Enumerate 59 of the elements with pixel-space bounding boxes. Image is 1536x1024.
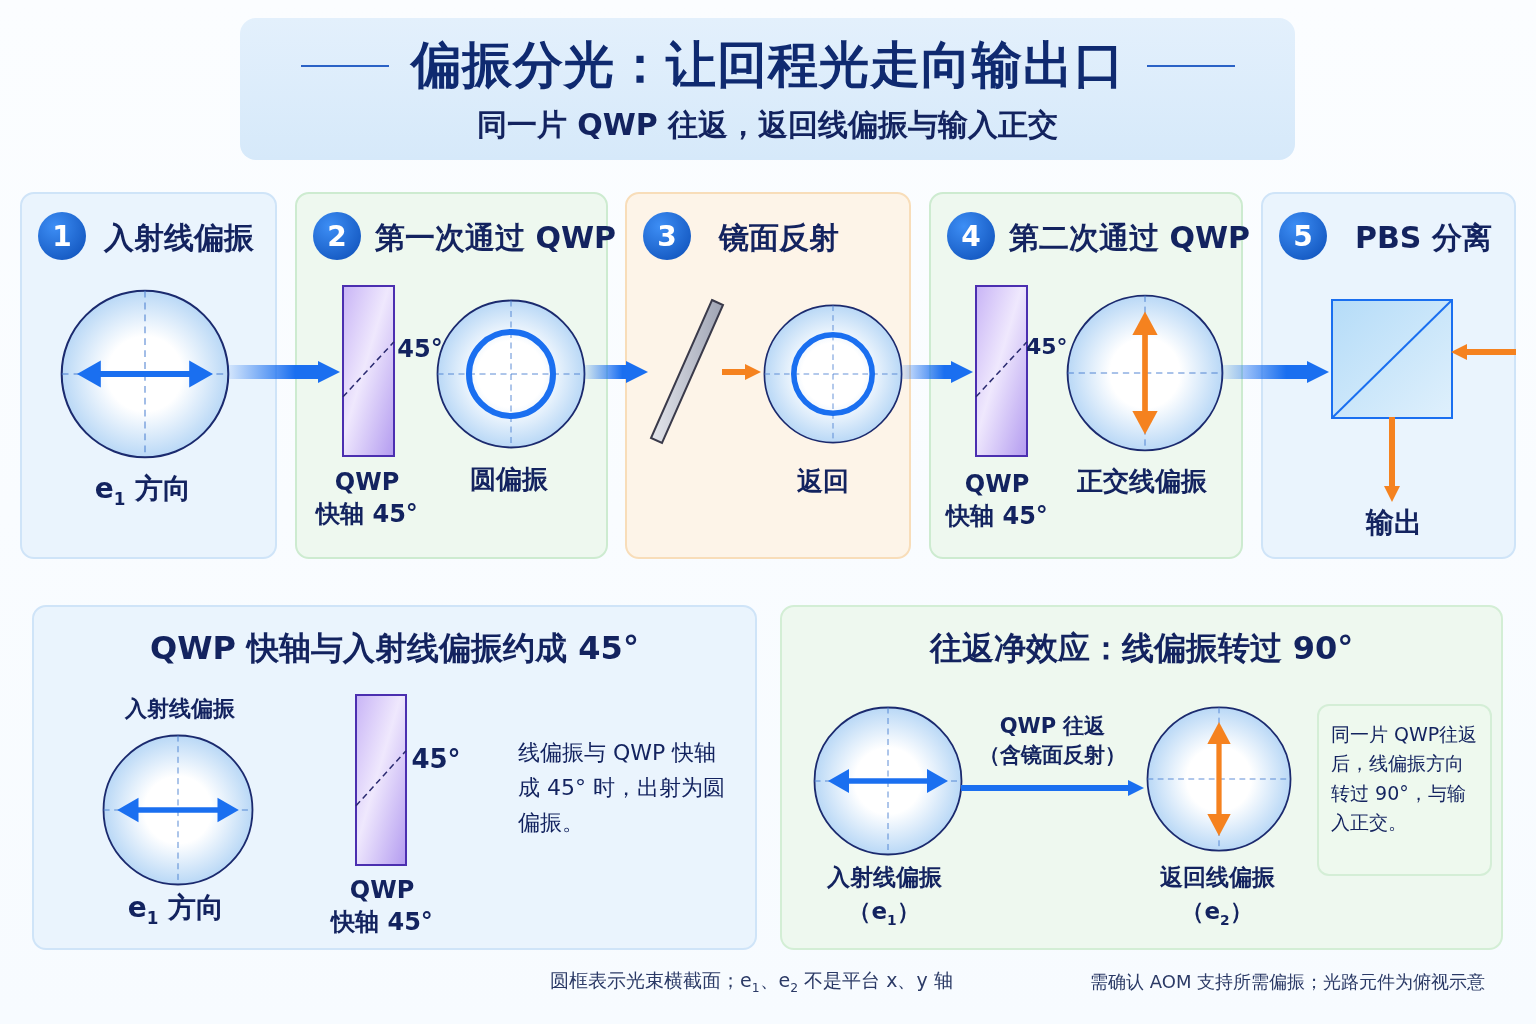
node-caption: （e$_{1}$）: [847, 897, 921, 930]
output-label: 输出: [1344, 504, 1444, 542]
beam-cross-section-drawing: [1146, 706, 1292, 852]
step-panel: [780, 605, 1503, 950]
step-number: 1: [38, 212, 86, 260]
step-heading: 入射线偏振: [104, 219, 254, 257]
node-caption: 圆偏振: [469, 463, 549, 496]
waveplate-drawing: [975, 285, 1028, 457]
panel-heading: QWP 快轴与入射线偏振约成 45°: [150, 628, 639, 669]
panel-heading: 往返净效应：线偏振转过 90°: [929, 628, 1354, 669]
node-caption: e$_{1}$ 方向: [93, 471, 193, 511]
beam-cross-section-drawing: [1066, 294, 1224, 452]
footnote: 圆框表示光束横截面；e$_{1}$、e$_{2}$ 不是平台 x、y 轴: [550, 968, 954, 996]
step-number: 4: [947, 212, 995, 260]
node-caption: 返回: [796, 465, 850, 498]
node-caption: e$_{1}$ 方向: [126, 890, 226, 930]
title: 偏振分光：让回程光走向输出口: [410, 35, 1125, 96]
beam-cross-section-drawing: [60, 289, 230, 459]
step-heading: 第一次通过 QWP: [375, 219, 617, 257]
node-caption: 45°: [411, 743, 461, 776]
footnote: 需确认 AOM 支持所需偏振；光路元件为俯视示意: [1090, 970, 1487, 994]
node-caption: 返回线偏振: [1158, 863, 1276, 892]
mirror-drawing: [650, 299, 724, 444]
step-number: 2: [313, 212, 361, 260]
beam-splitter-cube-drawing: [1331, 299, 1453, 419]
explanation-text: 线偏振与 QWP 快轴成 45° 时，出射为圆偏振。: [518, 739, 726, 838]
arrow: [901, 361, 973, 383]
node-caption: （e$_{2}$）: [1180, 897, 1254, 930]
beam-cross-section-drawing: [102, 734, 254, 886]
step-heading: PBS 分离: [1355, 219, 1492, 257]
step-panel: [625, 192, 911, 559]
step-panel: [32, 605, 757, 950]
node-caption: QWP 快轴 45°: [944, 469, 1049, 533]
node-caption: QWP 快轴 45°: [314, 467, 419, 531]
step-panel: [1261, 192, 1516, 559]
arrow: [961, 780, 1144, 796]
waveplate-drawing: [355, 694, 407, 866]
subtitle: 同一片 QWP 往返，返回线偏振与输入正交: [476, 106, 1059, 144]
arrow: [1222, 361, 1329, 383]
step-heading: 第二次通过 QWP: [1009, 219, 1251, 257]
node-caption: QWP 快轴 45°: [329, 875, 434, 939]
edge-label: QWP 往返（含镜面反射）: [978, 713, 1127, 770]
arrow: [722, 364, 761, 380]
arrow: [1384, 417, 1400, 502]
step-number: 5: [1279, 212, 1327, 260]
node-caption: 入射线偏振: [124, 695, 236, 723]
node-caption: 45°: [396, 334, 444, 365]
beam-cross-section-drawing: [813, 706, 963, 856]
arrow: [228, 361, 340, 383]
note-box: 同一片 QWP往返后，线偏振方向转过 90°，与输入正交。: [1317, 704, 1492, 876]
node-caption: 正交线偏振: [1076, 465, 1208, 498]
step-number: 3: [643, 212, 691, 260]
arrow: [584, 361, 648, 383]
waveplate-drawing: [342, 285, 395, 457]
step-heading: 镜面反射: [719, 219, 839, 257]
arrow: [1451, 344, 1516, 360]
beam-cross-section-drawing: [763, 304, 903, 444]
node-caption: 入射线偏振: [825, 863, 943, 892]
step-panel: [20, 192, 277, 559]
